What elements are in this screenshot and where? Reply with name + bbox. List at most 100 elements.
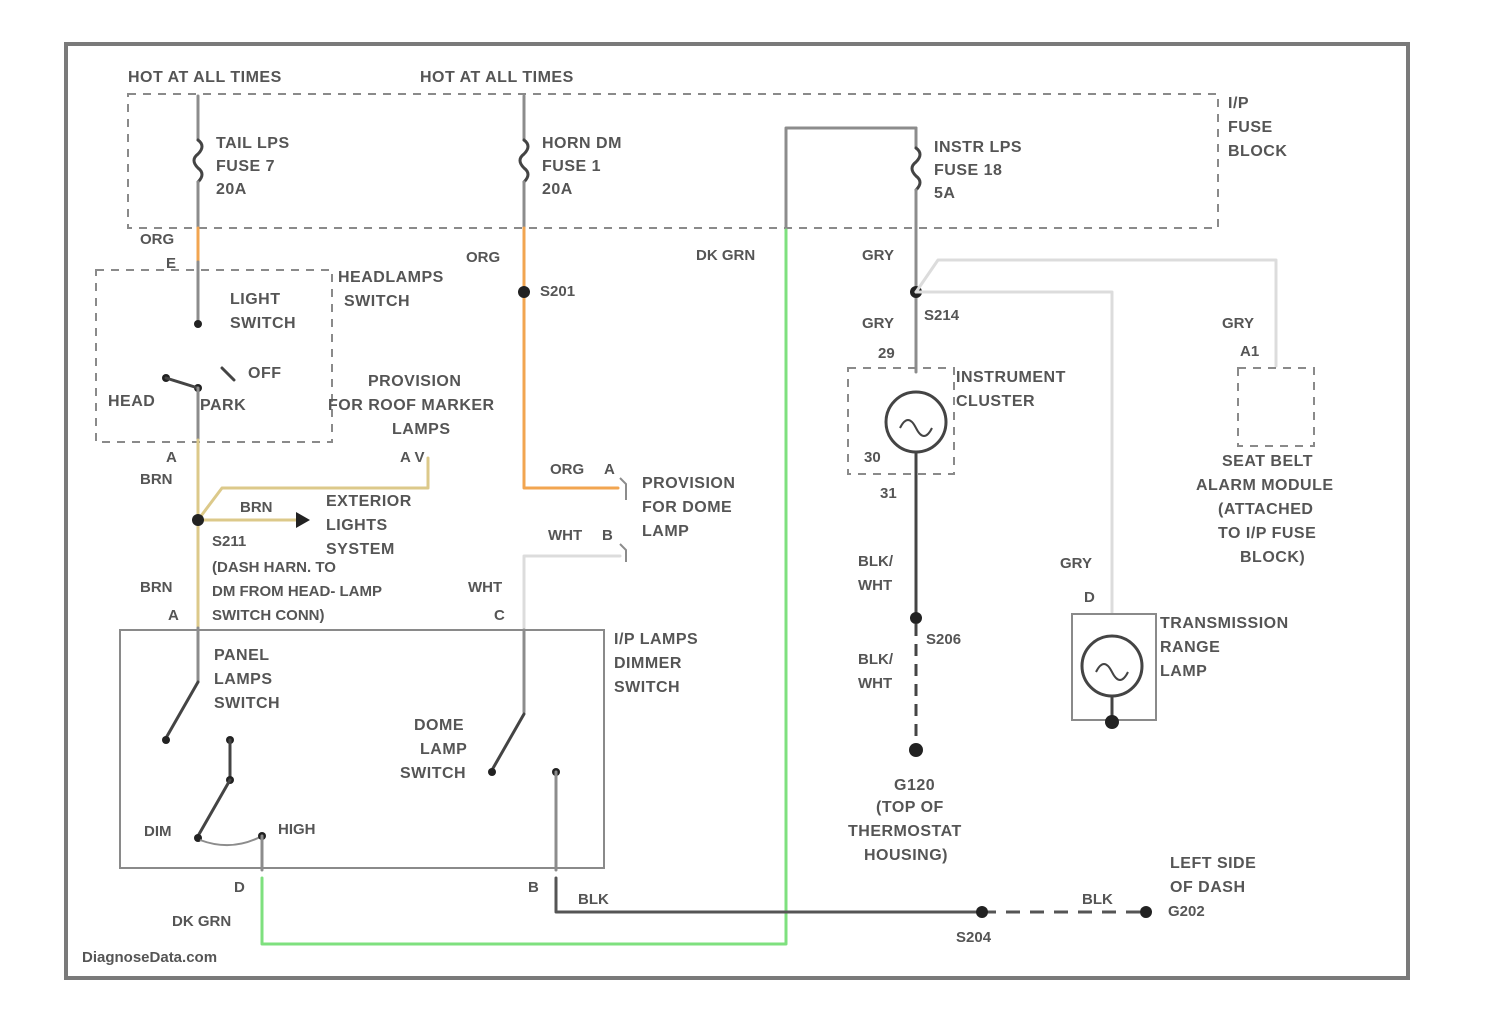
wire-gry-3: GRY <box>1222 315 1254 332</box>
headlamp-switch-name-1: HEADLAMPS <box>338 269 444 286</box>
light-switch-contact-top <box>194 320 202 328</box>
fuse2-element <box>520 140 528 182</box>
pin-31: 31 <box>880 485 897 502</box>
wire-blkwht-1b: WHT <box>858 577 892 594</box>
cluster-bulb-filament <box>900 420 932 436</box>
dimmer-switch-2: DIMMER <box>614 655 682 672</box>
splice-s206 <box>910 612 922 624</box>
roof-marker-1: PROVISION <box>368 373 461 390</box>
wire-blk-1: BLK <box>578 891 609 908</box>
dome-switch-2: LAMP <box>420 741 467 758</box>
fuse1-label-1: TAIL LPS <box>216 135 290 152</box>
transmission-3: LAMP <box>1160 663 1207 680</box>
wire-gry-1: GRY <box>862 247 894 264</box>
splice-s204-label: S204 <box>956 929 992 946</box>
fuse3-label-3: 5A <box>934 185 955 202</box>
ground-g120-label: G120 <box>894 777 935 794</box>
pin-a1: A1 <box>1240 343 1259 360</box>
wire-blkwht-1a: BLK/ <box>858 553 894 570</box>
headlamp-switch-outline <box>96 270 332 442</box>
wire-wht-2: WHT <box>468 579 502 596</box>
dimmer-switch-1: I/P LAMPS <box>614 631 698 648</box>
fuse2-label-3: 20A <box>542 181 573 198</box>
dome-switch-blade <box>492 714 524 770</box>
gry-wire-seatbelt <box>916 260 1276 366</box>
ground-g202 <box>1140 906 1152 918</box>
hot-at-all-times-mid: HOT AT ALL TIMES <box>420 69 574 86</box>
hot-at-all-times-left: HOT AT ALL TIMES <box>128 69 282 86</box>
transmission-2: RANGE <box>1160 639 1220 656</box>
exterior-lights-1: EXTERIOR <box>326 493 412 510</box>
dimmer-switch-box <box>120 630 604 868</box>
wire-brn-1: BRN <box>140 471 173 488</box>
pin-d-trans: D <box>1084 589 1095 606</box>
splice-s201 <box>518 286 530 298</box>
transmission-bulb-filament <box>1096 664 1128 680</box>
dome-switch-3: SWITCH <box>400 765 466 782</box>
g120-desc-2: THERMOSTAT <box>848 823 962 840</box>
instrument-cluster-1: INSTRUMENT <box>956 369 1066 386</box>
panel-switch-1: PANEL <box>214 647 270 664</box>
fuse1-element <box>194 140 202 182</box>
wire-gry-2: GRY <box>862 315 894 332</box>
cluster-bulb <box>886 392 946 452</box>
panel-switch-3: SWITCH <box>214 695 280 712</box>
roof-marker-pins: A V <box>400 449 424 466</box>
watermark: DiagnoseData.com <box>82 949 217 966</box>
dome-switch-contact <box>488 768 496 776</box>
pin-29: 29 <box>878 345 895 362</box>
splice-s214-label: S214 <box>924 307 960 324</box>
splice-s211 <box>192 514 204 526</box>
org-wire-dome <box>524 228 618 488</box>
fuse3-label-1: INSTR LPS <box>934 139 1022 156</box>
transmission-ground <box>1105 715 1119 729</box>
exterior-lights-2: LIGHTS <box>326 517 388 534</box>
fuse2-label-2: FUSE 1 <box>542 158 601 175</box>
dome-connector <box>620 478 626 562</box>
pin-a-org: A <box>604 461 615 478</box>
wire-brn-2: BRN <box>140 579 173 596</box>
seat-belt-2: ALARM MODULE <box>1196 477 1334 494</box>
seat-belt-3: (ATTACHED <box>1218 501 1313 518</box>
pin-b-wht: B <box>602 527 613 544</box>
seat-belt-1: SEAT BELT <box>1222 453 1313 470</box>
dome-provision-1: PROVISION <box>642 475 735 492</box>
wire-dkgrn-mid: DK GRN <box>696 247 755 264</box>
switch-off: OFF <box>248 365 282 382</box>
blk-wire <box>556 878 982 912</box>
fuse-block-name-2: FUSE <box>1228 119 1273 136</box>
g120-desc-3: HOUSING) <box>864 847 948 864</box>
dash-harn-1: (DASH HARN. TO <box>212 559 336 576</box>
ground-g120 <box>909 743 923 757</box>
transmission-1: TRANSMISSION <box>1160 615 1289 632</box>
switch-blade <box>166 378 198 388</box>
wire-wht-1: WHT <box>548 527 582 544</box>
dome-switch-1: DOME <box>414 717 464 734</box>
roof-marker-3: LAMPS <box>392 421 451 438</box>
dome-provision-2: FOR DOME <box>642 499 732 516</box>
fuse3-top-jumper <box>786 128 916 230</box>
splice-s206-label: S206 <box>926 631 961 648</box>
light-switch-inner-2: SWITCH <box>230 315 296 332</box>
dim-label: DIM <box>144 823 172 840</box>
splice-s201-label: S201 <box>540 283 575 300</box>
wht-wire <box>524 556 620 630</box>
exterior-arrow <box>296 512 310 528</box>
off-contact <box>222 368 234 380</box>
pin-d-dimmer: D <box>234 879 245 896</box>
fuse1-label-3: 20A <box>216 181 247 198</box>
brn-wire-roof <box>198 458 428 520</box>
light-switch-inner-1: LIGHT <box>230 291 281 308</box>
wire-brn-3: BRN <box>240 499 273 516</box>
wire-blkwht-2a: BLK/ <box>858 651 894 668</box>
headlamp-switch-name-2: SWITCH <box>344 293 410 310</box>
splice-s204 <box>976 906 988 918</box>
switch-pin-a: A <box>166 449 177 466</box>
switch-head: HEAD <box>108 393 155 410</box>
wire-dkgrn-bottom: DK GRN <box>172 913 231 930</box>
fuse2-label-1: HORN DM <box>542 135 622 152</box>
seat-belt-module <box>1238 368 1314 446</box>
wire-org-a: ORG <box>550 461 584 478</box>
seat-belt-5: BLOCK) <box>1240 549 1305 566</box>
dash-harn-2: DM FROM HEAD- LAMP <box>212 583 382 600</box>
